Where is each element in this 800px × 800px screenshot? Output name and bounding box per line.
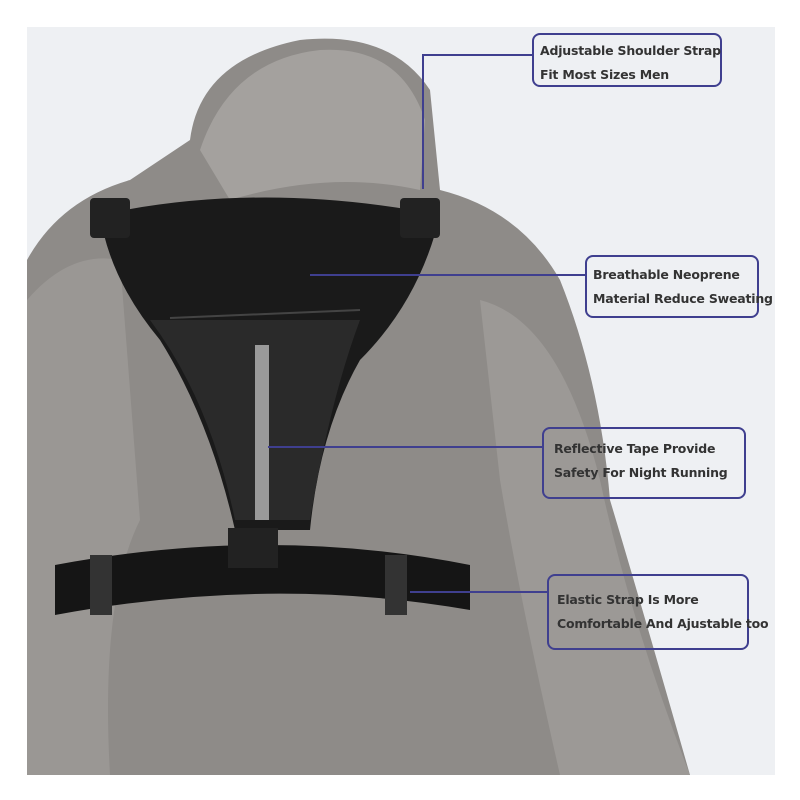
callout-1-line [422, 54, 532, 56]
callout-text: Comfortable And Ajustable too [557, 616, 769, 631]
callout-text: Breathable Neoprene [593, 267, 740, 282]
jacket-left-sleeve [27, 258, 140, 775]
callout-neoprene: Breathable Neoprene Material Reduce Swea… [585, 255, 773, 318]
callout-text: Safety For Night Running [554, 465, 728, 480]
callout-text: Elastic Strap Is More [557, 592, 699, 607]
strap-connector [228, 528, 278, 568]
callout-text: Adjustable Shoulder Strap [540, 43, 721, 58]
elastic-strap [55, 545, 470, 615]
callout-1-line-vertical [422, 54, 424, 189]
reflective-tape [255, 345, 269, 520]
left-shoulder-buckle [90, 198, 130, 238]
callout-3-line [268, 446, 543, 448]
jacket-hood [200, 49, 425, 200]
callout-reflective-tape: Reflective Tape Provide Safety For Night… [542, 427, 746, 499]
callout-text: Reflective Tape Provide [554, 441, 716, 456]
callout-text: Fit Most Sizes Men [540, 67, 669, 82]
right-shoulder-buckle [400, 198, 440, 238]
zipper [169, 309, 361, 319]
jacket-right-sleeve [480, 300, 690, 775]
callout-4-line [410, 591, 548, 593]
callout-2-line [310, 274, 585, 276]
callout-elastic-strap: Elastic Strap Is More Comfortable And Aj… [547, 574, 769, 650]
callout-shoulder-strap: Adjustable Shoulder Strap Fit Most Sizes… [532, 33, 722, 87]
left-strap-buckle [90, 555, 112, 615]
right-strap-buckle [385, 555, 407, 615]
callout-text: Material Reduce Sweating [593, 291, 773, 306]
